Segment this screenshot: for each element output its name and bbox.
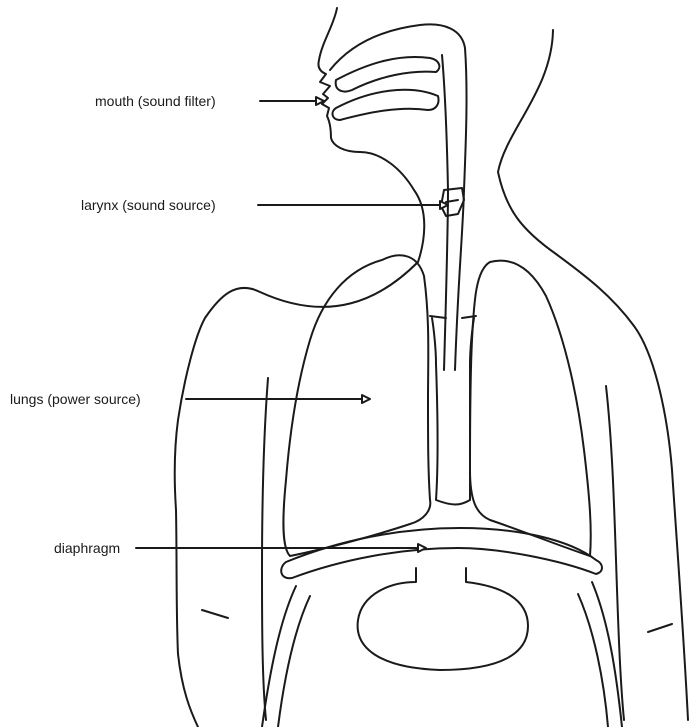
trachea-left: [432, 318, 436, 364]
mouth-pointer: [260, 97, 324, 105]
larynx-outline: [441, 188, 464, 216]
mouth-label: mouth (sound filter): [95, 93, 216, 109]
right-elbow-mark: [648, 624, 672, 632]
diaphragm-pointer: [136, 544, 426, 552]
left-lung-outline: [283, 255, 430, 556]
tongue-curve: [333, 90, 439, 120]
inner-rib-arc-left: [278, 596, 310, 727]
larynx-label: larynx (sound source): [81, 197, 216, 213]
diaphragm-outline: [281, 528, 602, 578]
bronchus-outline: [436, 364, 470, 505]
stomach-outline: [358, 568, 528, 670]
diaphragm-label: diaphragm: [54, 540, 120, 556]
lungs-label: lungs (power source): [10, 391, 141, 407]
right-lung-outline: [470, 261, 591, 556]
face-profile-outline: [175, 8, 425, 727]
left-elbow-mark: [202, 610, 228, 618]
lungs-pointer: [186, 395, 370, 403]
palate-curve: [336, 57, 440, 92]
